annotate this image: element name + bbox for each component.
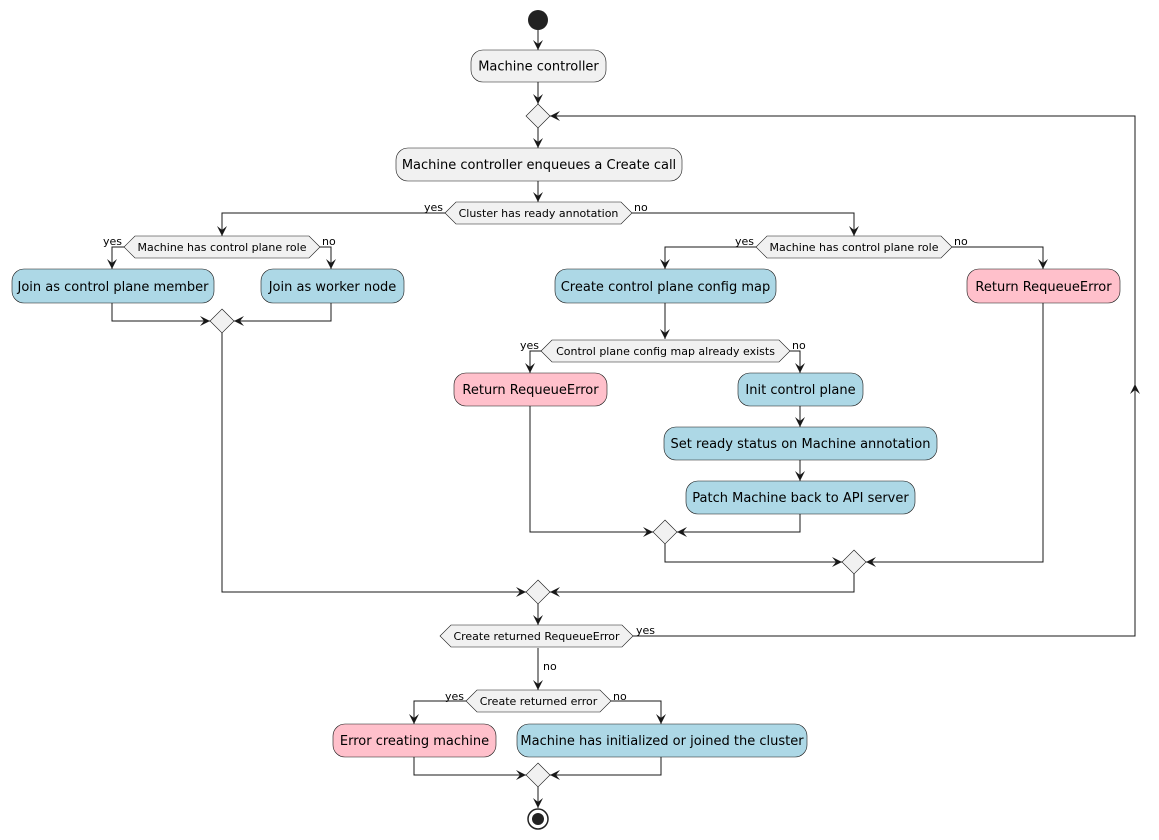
- action-machine-initialized: Machine has initialized or joined the cl…: [516, 723, 808, 758]
- edge-exists-no: [790, 350, 805, 373]
- action-return-requeue-mid-label: Return RequeueError: [462, 383, 599, 398]
- action-machine-initialized-label: Machine has initialized or joined the cl…: [520, 734, 804, 749]
- edges: [107, 30, 1140, 808]
- label-create-requeue-no: no: [543, 660, 557, 673]
- decision-create-error: Create returned error: [465, 689, 612, 713]
- action-machine-controller: Machine controller: [470, 49, 607, 83]
- loop-diamond: [525, 103, 551, 129]
- edge-requeue-mid-to-merge: [529, 406, 653, 537]
- action-error-creating-label: Error creating machine: [340, 734, 489, 749]
- label-create-requeue-yes: yes: [636, 624, 655, 637]
- edge-cluster-ready-yes: [217, 212, 445, 236]
- action-return-requeue-mid: Return RequeueError: [453, 372, 608, 407]
- action-join-worker: Join as worker node: [260, 268, 405, 304]
- decision-cp-role-left: Machine has control plane role: [123, 235, 321, 259]
- action-join-worker-label: Join as worker node: [268, 280, 397, 295]
- action-init-cp-label: Init control plane: [745, 383, 855, 398]
- edge-left-role-yes: [107, 246, 124, 269]
- right-merge-diamond: [841, 549, 867, 575]
- decision-cluster-ready: Cluster has ready annotation: [444, 201, 633, 225]
- edge-initialized-to-end-merge: [550, 757, 662, 780]
- decision-create-error-label: Create returned error: [480, 695, 598, 708]
- action-init-cp: Init control plane: [737, 372, 864, 407]
- edge-right-role-no: [952, 246, 1048, 269]
- edge-right-merge-to-final-merge: [550, 574, 855, 597]
- label-cluster-ready-no: no: [634, 201, 648, 214]
- label-exists-yes: yes: [520, 339, 539, 352]
- decision-create-requeue-label: Create returned RequeueError: [453, 630, 620, 643]
- action-return-requeue-right-label: Return RequeueError: [975, 280, 1112, 295]
- decision-cp-role-left-label: Machine has control plane role: [138, 241, 307, 254]
- edge-exists-yes: [525, 350, 541, 373]
- action-create-cp-config-map: Create control plane config map: [554, 268, 777, 304]
- edge-patch-to-merge: [677, 514, 801, 537]
- label-cluster-ready-yes: yes: [424, 201, 443, 214]
- action-enqueue-create: Machine controller enqueues a Create cal…: [395, 147, 683, 182]
- decision-create-requeue: Create returned RequeueError: [439, 624, 634, 648]
- decision-cp-role-right-label: Machine has control plane role: [770, 241, 939, 254]
- action-return-requeue-right: Return RequeueError: [966, 268, 1121, 304]
- label-create-error-yes: yes: [445, 690, 464, 703]
- label-create-error-no: no: [613, 690, 627, 703]
- edge-join-cp-to-merge: [111, 303, 210, 326]
- edge-loop-back-to-loop-diamond: [550, 111, 1136, 384]
- action-set-ready-status: Set ready status on Machine annotation: [663, 426, 938, 461]
- final-merge-diamond: [525, 579, 551, 605]
- edge-mid-merge-to-right-merge: [664, 544, 842, 567]
- edge-requeue-loop-back: [633, 384, 1140, 637]
- left-merge-diamond: [209, 308, 235, 334]
- decision-cluster-ready-label: Cluster has ready annotation: [459, 207, 619, 220]
- action-create-cp-config-map-label: Create control plane config map: [561, 280, 771, 295]
- edge-create-error-no: [611, 700, 666, 724]
- action-set-ready-status-label: Set ready status on Machine annotation: [671, 437, 931, 452]
- edge-requeue-right-to-right-merge: [866, 303, 1044, 567]
- label-left-role-yes: yes: [103, 235, 122, 248]
- edge-left-role-no: [320, 246, 336, 269]
- decision-cp-config-exists-label: Control plane config map already exists: [556, 345, 775, 358]
- action-error-creating: Error creating machine: [332, 723, 497, 758]
- decision-cp-config-exists: Control plane config map already exists: [540, 339, 791, 363]
- action-patch-machine-label: Patch Machine back to API server: [692, 491, 909, 506]
- action-join-cp-member-label: Join as control plane member: [17, 280, 210, 295]
- decision-cp-role-right: Machine has control plane role: [755, 235, 953, 259]
- start-node: [528, 10, 548, 30]
- action-patch-machine: Patch Machine back to API server: [685, 480, 916, 515]
- edge-error-creating-to-end-merge: [413, 757, 526, 780]
- label-left-role-no: no: [322, 235, 336, 248]
- label-right-role-yes: yes: [735, 235, 754, 248]
- edge-right-role-yes: [660, 246, 756, 269]
- end-merge-diamond: [525, 762, 551, 788]
- edge-join-worker-to-merge: [234, 303, 332, 326]
- label-exists-no: no: [792, 339, 806, 352]
- action-join-cp-member: Join as control plane member: [11, 268, 215, 304]
- branch-labels: yes no yes no yes no yes no yes no yes n…: [103, 201, 968, 703]
- label-right-role-no: no: [954, 235, 968, 248]
- action-machine-controller-label: Machine controller: [478, 60, 599, 75]
- action-enqueue-create-label: Machine controller enqueues a Create cal…: [402, 158, 676, 173]
- edge-cluster-ready-no: [632, 212, 859, 236]
- stop-node: [527, 808, 549, 830]
- edge-create-error-yes: [409, 700, 466, 724]
- edge-left-merge-to-final-merge: [221, 333, 526, 597]
- mid-merge-diamond: [652, 519, 678, 545]
